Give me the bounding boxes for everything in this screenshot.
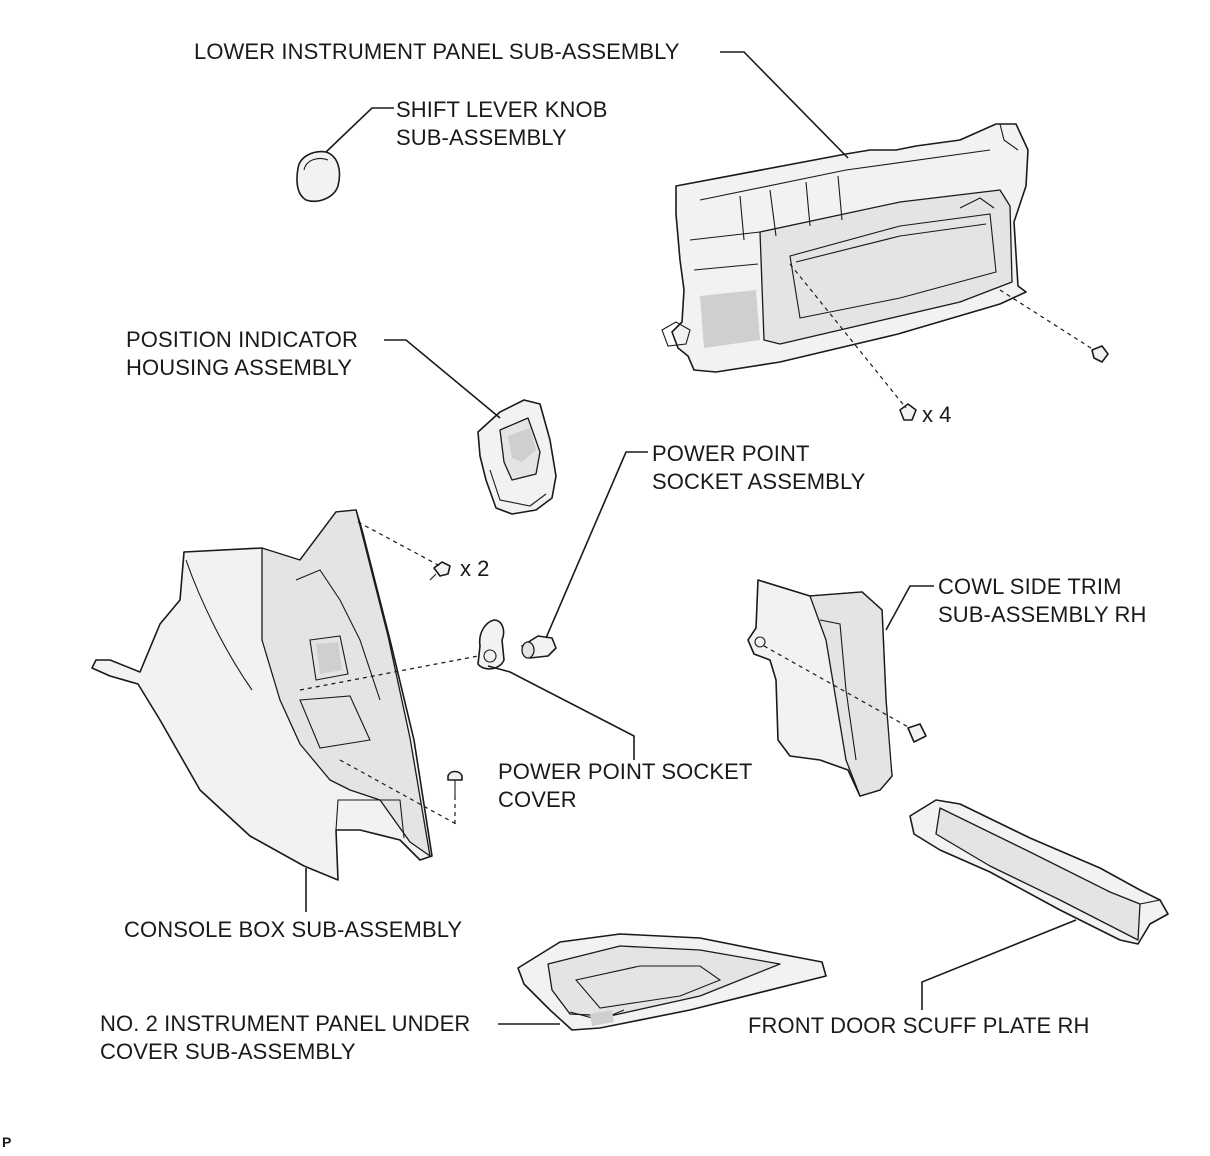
dash-clip: [339, 759, 457, 825]
panel-screw: [899, 403, 917, 421]
leader-socket-cover: [487, 665, 635, 760]
label-position-indicator-housing: POSITION INDICATOR HOUSING ASSEMBLY: [126, 327, 359, 380]
leader-shift-knob: [325, 107, 394, 153]
leader-position-indicator: [384, 339, 501, 419]
label-under-cover: NO. 2 INSTRUMENT PANEL UNDER COVER SUB-A…: [100, 1011, 471, 1064]
label-shift-lever-knob: SHIFT LEVER KNOB SUB-ASSEMBLY: [396, 97, 608, 150]
label-cowl-side-trim: COWL SIDE TRIM SUB-ASSEMBLY RH: [938, 574, 1147, 627]
label-power-point-socket: POWER POINT SOCKET ASSEMBLY: [652, 441, 866, 494]
cowl-side-trim-part: [747, 579, 893, 797]
leader-power-point: [545, 451, 648, 639]
dash-socket: [299, 655, 479, 691]
leader-lower-panel: [720, 51, 849, 159]
power-point-socket-cover-part: [477, 619, 505, 670]
front-door-scuff-plate-part: [909, 799, 1169, 945]
corner-mark: P: [2, 1134, 12, 1150]
power-point-socket-part: [521, 635, 557, 659]
console-clip: [447, 770, 463, 796]
label-console-box: CONSOLE BOX SUB-ASSEMBLY: [124, 917, 463, 942]
dash-cowl-clip: [763, 645, 911, 729]
dash-panel-screw-right: [999, 289, 1095, 351]
label-front-door-scuff-plate: FRONT DOOR SCUFF PLATE RH: [748, 1013, 1090, 1038]
console-box-part: [91, 509, 433, 881]
leader-cowl-trim: [885, 585, 934, 631]
console-screw: [429, 561, 451, 581]
under-cover-part: [517, 933, 827, 1031]
panel-screw-right: [1091, 345, 1109, 363]
dash-panel-screw: [789, 263, 907, 409]
label-lower-instrument-panel: LOWER INSTRUMENT PANEL SUB-ASSEMBLY: [194, 39, 680, 64]
quantity-console-screws: x 2: [460, 556, 490, 581]
leader-scuff-plate: [921, 919, 1077, 1010]
shift-lever-knob-part: [296, 150, 341, 202]
position-indicator-housing-part: [477, 399, 557, 515]
quantity-panel-screws: x 4: [922, 402, 952, 427]
cowl-clip: [907, 723, 927, 743]
lower-instrument-panel-part: [661, 123, 1029, 373]
label-power-point-socket-cover: POWER POINT SOCKET COVER: [498, 759, 753, 812]
